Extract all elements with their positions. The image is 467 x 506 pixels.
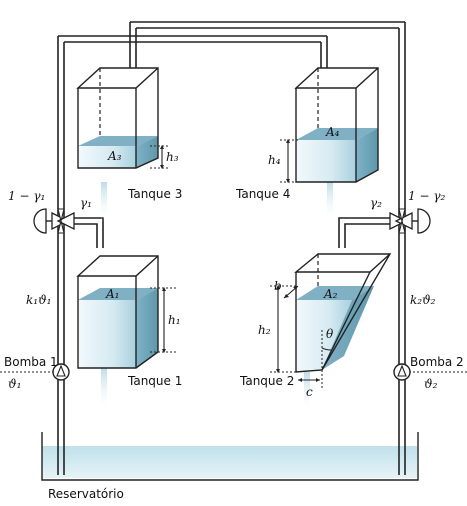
label-tank-4: Tanque 4 [235, 187, 290, 201]
label-a3: A₃ [107, 149, 122, 163]
reservoir [41, 432, 419, 481]
label-tank-3: Tanque 3 [127, 187, 182, 201]
piping [57, 21, 406, 475]
label-v2: ϑ₂ [424, 377, 438, 391]
label-pump-1: Bomba 1 [4, 355, 58, 369]
dim-b [283, 285, 299, 299]
dim-h2 [270, 285, 296, 373]
reservoir-water [42, 446, 417, 478]
label-k2-v2: k₂ϑ₂ [410, 293, 436, 307]
label-pump-2: Bomba 2 [410, 355, 464, 369]
dim-h1 [150, 287, 176, 353]
label-h4: h₄ [268, 153, 281, 167]
dim-h3 [150, 145, 170, 169]
label-c: c [306, 385, 313, 399]
label-h1: h₁ [168, 313, 181, 327]
label-v1: ϑ₁ [8, 377, 21, 391]
label-tank-1: Tanque 1 [127, 374, 182, 388]
labels: Tanque 3 Tanque 4 Tanque 1 Tanque 2 Rese… [4, 125, 464, 501]
outflow-streams [101, 182, 333, 412]
label-reservoir: Reservatório [48, 487, 124, 501]
label-h3: h₃ [166, 150, 179, 164]
tank-1 [76, 255, 159, 369]
reservoir-wall [41, 432, 419, 481]
label-h2: h₂ [258, 323, 271, 337]
label-tank-2: Tanque 2 [239, 374, 294, 388]
label-one-minus-gamma-1: 1 − γ₁ [8, 189, 45, 203]
dim-theta [321, 330, 332, 370]
tank-3 [76, 67, 159, 169]
dim-h4 [280, 139, 300, 183]
pump-1 [0, 363, 70, 381]
label-a4: A₄ [325, 125, 340, 139]
tank-2 [294, 253, 392, 373]
tank-4 [294, 67, 379, 183]
label-b: b [274, 279, 282, 293]
valve-2 [389, 208, 431, 234]
dim-c [298, 370, 323, 388]
label-one-minus-gamma-2: 1 − γ₂ [408, 189, 445, 203]
label-gamma-2: γ₂ [370, 196, 382, 210]
valve-1 [33, 208, 75, 234]
label-gamma-1: γ₁ [80, 196, 92, 210]
label-a1: A₁ [105, 287, 119, 301]
label-a2: A₂ [323, 287, 338, 301]
pump-2 [393, 363, 467, 381]
label-theta: θ [326, 327, 334, 341]
label-k1-v1: k₁ϑ₁ [26, 293, 51, 307]
